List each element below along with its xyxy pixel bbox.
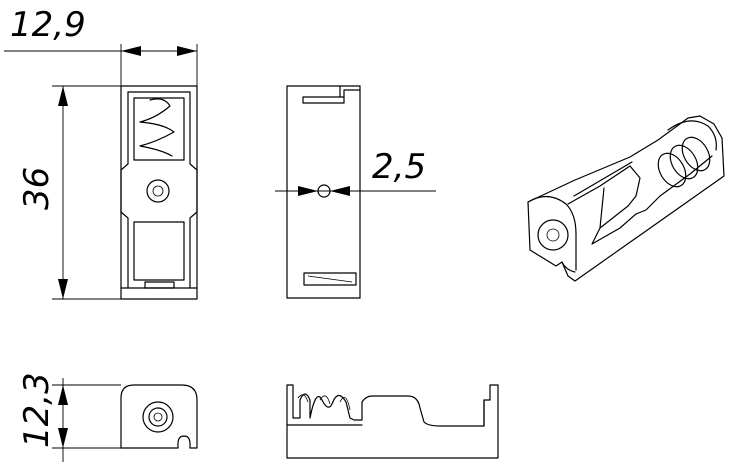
top-view-spring-cavity <box>133 97 185 161</box>
side-view-outline <box>286 85 361 299</box>
iso-spring-coil-3 <box>681 136 711 172</box>
length-dimension: 36 <box>17 85 121 300</box>
top-view-bottom-contact <box>144 281 175 289</box>
length-label: 36 <box>17 167 57 210</box>
iso-front-face <box>527 195 577 271</box>
iso-spring-coil-1 <box>657 152 687 188</box>
top-view-right-wall <box>189 91 198 289</box>
end-view-contact-inner <box>148 407 168 427</box>
side-elevation-outline <box>286 384 499 459</box>
end-view-contact-outer <box>142 401 174 433</box>
isometric-view <box>527 115 725 282</box>
iso-spring-coil-2 <box>669 144 699 180</box>
center-hole <box>146 179 170 203</box>
top-view-outline <box>120 85 198 300</box>
side-view-top-contact <box>302 96 345 104</box>
top-view-left-wall <box>120 91 129 289</box>
spring-icon <box>297 394 309 403</box>
side-view-bottom-contact <box>303 272 357 286</box>
iso-body-outline <box>527 115 725 282</box>
iso-contact-disc <box>537 219 569 251</box>
height-dimension: 12,3 <box>17 372 121 462</box>
side-elevation <box>286 384 499 459</box>
hole-dimension: 2,5 <box>275 147 436 196</box>
iso-inner-channel <box>567 155 713 245</box>
spring-icon <box>139 98 175 157</box>
iso-rear-end <box>667 120 717 151</box>
width-label: 12,9 <box>10 5 86 45</box>
width-dimension: 12,9 <box>4 5 198 86</box>
end-view-outline <box>120 384 198 449</box>
end-view <box>120 384 198 449</box>
hole-label: 2,5 <box>372 147 426 187</box>
iso-bottom-notch <box>561 261 576 273</box>
height-label: 12,3 <box>17 372 57 448</box>
top-view <box>120 85 198 300</box>
